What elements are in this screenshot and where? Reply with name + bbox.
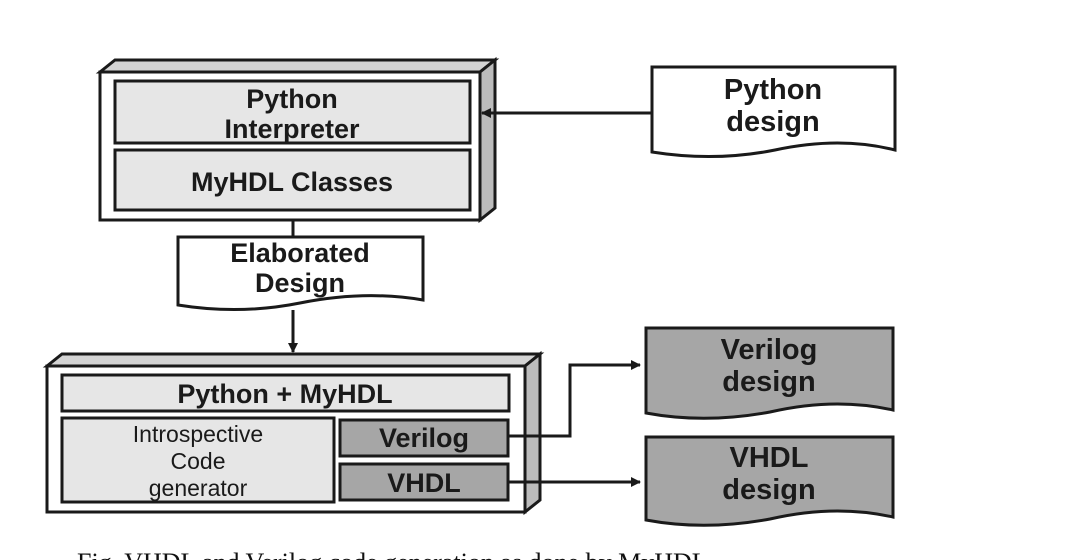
introspective-label-line2: Code: [171, 448, 226, 474]
python-design-label-line1: Python: [724, 74, 822, 106]
verilog-design-label-line1: Verilog: [721, 334, 818, 366]
verilog-panel: [338, 418, 510, 458]
vhdl-design-label-line1: VHDL: [730, 442, 809, 474]
python-myhdl-label: Python + MyHDL: [177, 379, 392, 409]
vhdl-design-doc: VHDL design: [644, 435, 895, 527]
myhdl-classes-panel: [113, 148, 472, 212]
myhdl-classes-label: MyHDL Classes: [191, 167, 393, 197]
interpreter-box: Python Interpreter MyHDL Classes: [95, 56, 500, 224]
introspective-label-line1: Introspective: [133, 421, 263, 447]
generator-box: Python + MyHDL Introspective Code genera…: [42, 350, 545, 516]
introspective-label-line3: generator: [149, 475, 248, 501]
python-interpreter-label-line2: Interpreter: [224, 114, 360, 144]
arrow-verilog-to-verilog-design: [508, 360, 641, 438]
verilog-label: Verilog: [379, 423, 469, 453]
python-design-doc: Python design: [650, 65, 897, 159]
elaborated-design-label-line2: Design: [255, 268, 345, 298]
introspective-generator-panel: [60, 416, 336, 504]
python-interpreter-label-line1: Python: [246, 84, 338, 114]
vhdl-label: VHDL: [387, 468, 461, 498]
verilog-design-label-line2: design: [722, 366, 815, 398]
figure-caption: Fig. VHDL and Verilog code generation as…: [77, 548, 708, 560]
elaborated-design-label-line1: Elaborated: [230, 238, 370, 268]
verilog-design-doc: Verilog design: [644, 326, 895, 420]
python-design-label-line2: design: [726, 106, 819, 138]
elaborated-design-doc: Elaborated Design: [176, 235, 425, 312]
vhdl-panel: [338, 462, 510, 502]
vhdl-design-label-line2: design: [722, 474, 815, 506]
python-myhdl-panel: [60, 373, 511, 413]
python-interpreter-panel: [113, 79, 472, 145]
